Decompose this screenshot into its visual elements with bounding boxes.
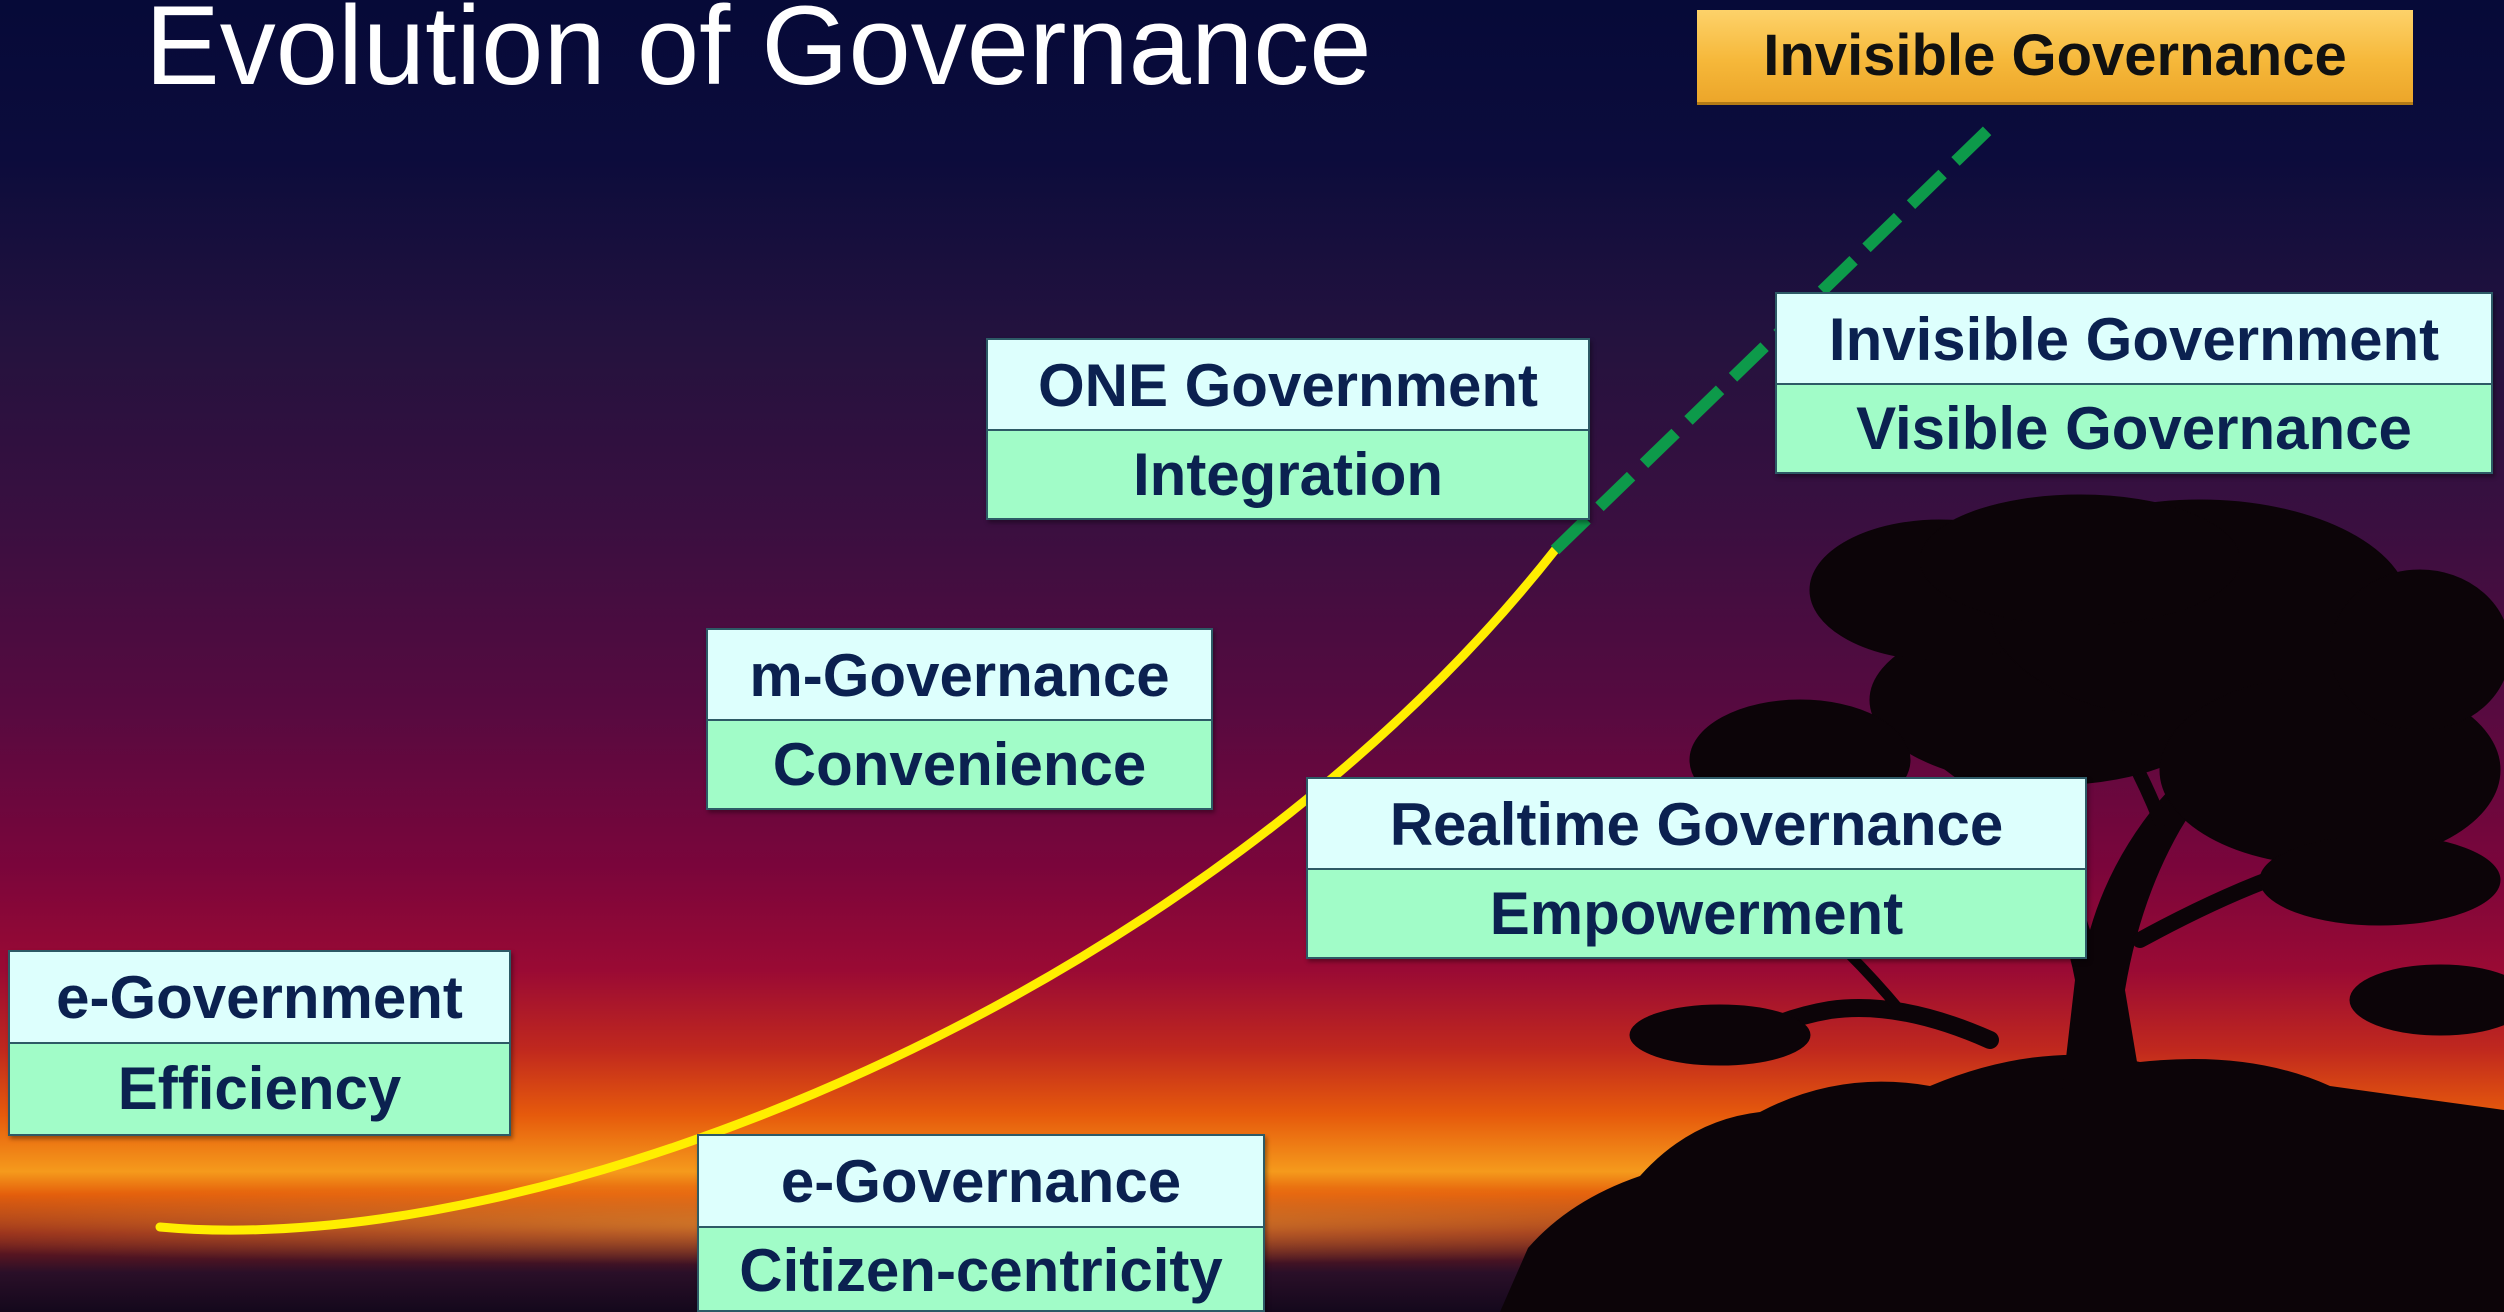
stage-box-realtime-governance: Realtime Governance Empowerment xyxy=(1306,777,2087,959)
stage-box-one-government: ONE Government Integration xyxy=(986,338,1590,520)
island-silhouette xyxy=(1500,1054,2504,1312)
target-label-box: Invisible Governance xyxy=(1697,10,2413,102)
stage-value: Visible Governance xyxy=(1777,385,2491,472)
stage-box-m-governance: m-Governance Convenience xyxy=(706,628,1213,810)
stage-name: e-Governance xyxy=(699,1136,1263,1228)
stage-name: ONE Government xyxy=(988,340,1588,431)
stage-box-invisible-government: Invisible Government Visible Governance xyxy=(1775,292,2493,474)
stage-name: Realtime Governance xyxy=(1308,779,2085,870)
stage-name: Invisible Government xyxy=(1777,294,2491,385)
stage-box-e-government: e-Government Efficiency xyxy=(8,950,511,1136)
stage-value: Empowerment xyxy=(1308,870,2085,957)
stage-name: m-Governance xyxy=(708,630,1211,721)
stage-value: Efficiency xyxy=(10,1044,509,1134)
stage-name: e-Government xyxy=(10,952,509,1044)
stage-value: Convenience xyxy=(708,721,1211,808)
tree-silhouette xyxy=(1629,494,2504,1110)
growth-curve-solid xyxy=(155,545,1560,1235)
stage-value: Citizen-centricity xyxy=(699,1228,1263,1310)
stage-box-e-governance: e-Governance Citizen-centricity xyxy=(697,1134,1265,1312)
stage-value: Integration xyxy=(988,431,1588,518)
slide-title: Evolution of Governance xyxy=(145,0,1372,108)
growth-curve-dashed xyxy=(1550,123,1995,555)
